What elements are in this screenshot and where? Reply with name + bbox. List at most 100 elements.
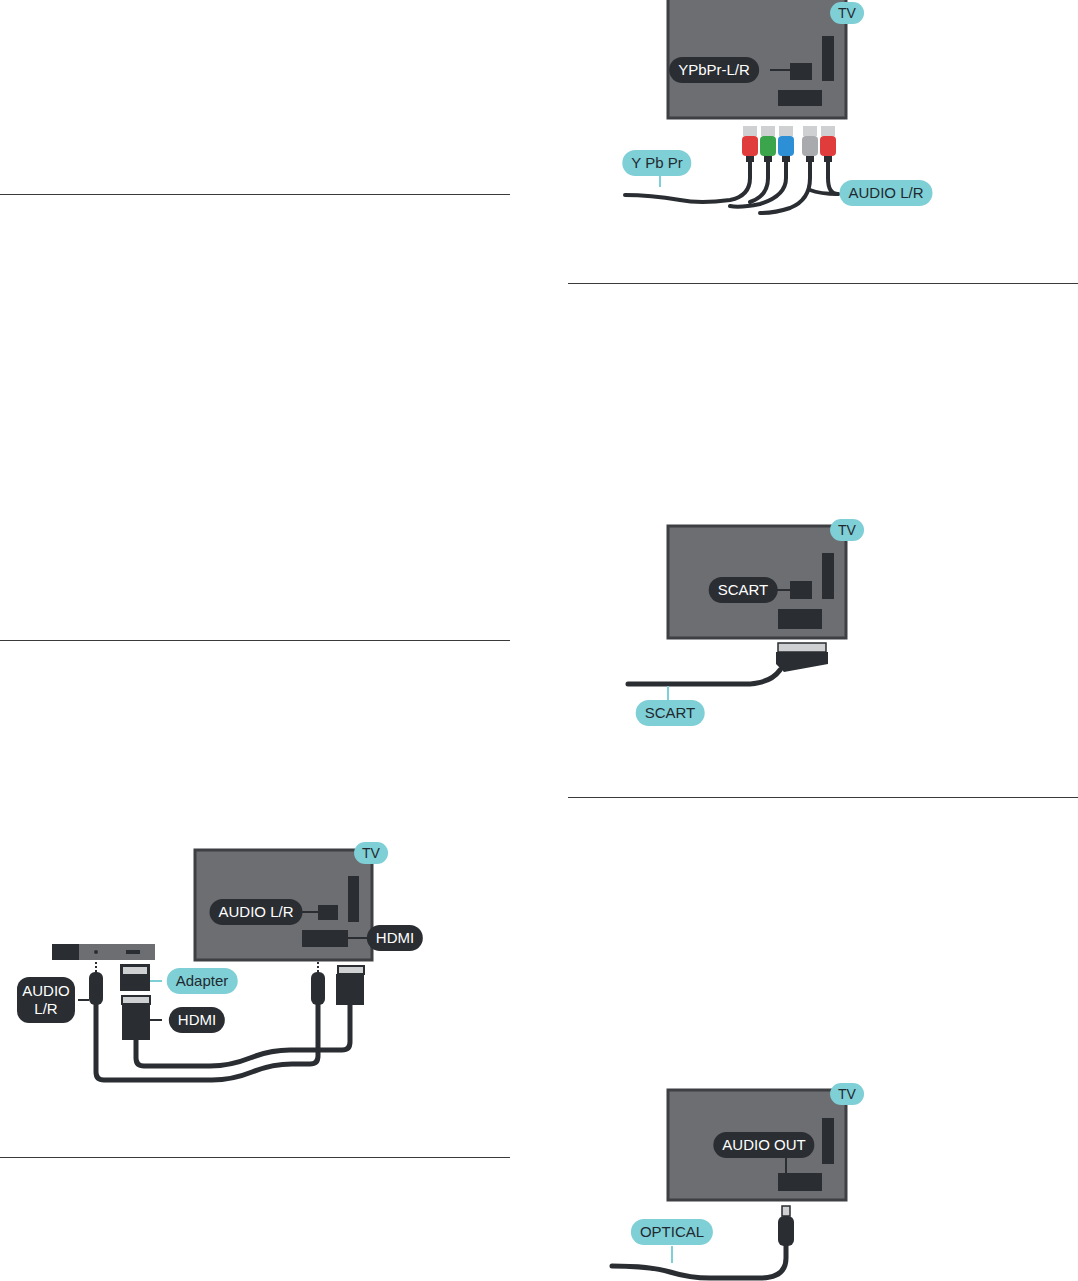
scart-plug — [667, 686, 669, 701]
tv-panel — [668, 0, 846, 118]
rca-plug — [742, 136, 758, 156]
rca-plug — [824, 156, 832, 162]
device-bar — [52, 944, 155, 960]
tv-tag: TV — [354, 842, 388, 864]
label-text: YPbPr-L/R — [678, 61, 750, 78]
part-label: Adapter — [167, 968, 238, 994]
hdmi-plug — [123, 967, 147, 974]
tv-panel — [348, 876, 359, 922]
divider-rule — [0, 195, 1078, 1158]
cables — [96, 1005, 318, 1080]
tv-panel — [668, 0, 846, 118]
tv-panel — [822, 1118, 834, 1164]
hdmi-plug — [122, 1004, 150, 1040]
optical-plug — [612, 1246, 786, 1278]
rca-plug — [742, 126, 836, 162]
divider-rule — [0, 640, 510, 641]
label-text: TV — [838, 1086, 856, 1102]
hdmi-plug — [120, 964, 150, 991]
label-text: AUDIO L/R — [848, 184, 923, 201]
hdmi-plug — [78, 999, 89, 1001]
rca-plug — [806, 156, 814, 162]
leader-line — [659, 176, 661, 187]
label-text: Y Pb Pr — [631, 154, 682, 171]
cables — [96, 1005, 350, 1080]
tv-panel — [778, 90, 822, 106]
rca-cables — [828, 160, 838, 194]
cable-label: AUDIO L/R — [839, 180, 932, 206]
tv-panel — [302, 930, 348, 947]
rca-plug — [779, 126, 793, 136]
divider-rule — [0, 194, 510, 195]
scart-plug — [628, 670, 780, 684]
label-text: HDMI — [376, 929, 414, 946]
tv-panel — [770, 69, 790, 71]
tv-panel — [668, 1090, 846, 1200]
label-text: AUDIO L/R — [218, 903, 293, 920]
tv-tag: TV — [830, 2, 864, 24]
divider-rule — [0, 1157, 510, 1158]
label-text: Adapter — [176, 972, 229, 989]
audio-jack — [89, 972, 103, 1005]
label-text: AUDIO OUT — [722, 1136, 805, 1153]
tv-tag: TV — [830, 1083, 864, 1105]
label-text: HDMI — [178, 1011, 216, 1028]
rca-cables — [750, 160, 768, 202]
port-label: YPbPr-L/R — [669, 57, 759, 83]
port-label: HDMI — [367, 925, 423, 951]
audio-jack — [95, 962, 97, 972]
tv-panel — [790, 581, 812, 599]
hdmi-plug — [150, 1019, 162, 1021]
cable-label: OPTICAL — [631, 1219, 713, 1245]
optical-plug — [778, 1216, 794, 1246]
audio-jack — [317, 962, 319, 972]
tv-panel — [785, 1158, 787, 1173]
tv-panel — [318, 905, 338, 920]
label-text: SCART — [718, 581, 769, 598]
rca-plug — [820, 136, 836, 156]
tv-tag: TV — [830, 519, 864, 541]
scart-plug — [776, 652, 828, 672]
device-bar — [94, 950, 98, 954]
optical-plug — [782, 1206, 790, 1216]
rca-plug — [782, 156, 790, 162]
device-bar — [52, 944, 79, 960]
label-text: TV — [838, 5, 856, 21]
audio-jack — [89, 962, 325, 1005]
rca-plug — [803, 126, 817, 136]
optical-plug — [671, 1246, 673, 1263]
divider-rule — [568, 797, 1078, 798]
rca-plug — [764, 156, 772, 162]
rca-plug — [778, 136, 794, 156]
scart-plug — [778, 643, 826, 652]
device-bar — [126, 950, 140, 954]
tv-panel — [822, 553, 834, 599]
port-label: AUDIO L/R — [17, 977, 75, 1023]
rca-cables — [730, 160, 786, 207]
cables — [136, 1005, 350, 1066]
tv-panel — [778, 1173, 822, 1191]
tv-panel — [790, 63, 812, 80]
device-bar — [52, 944, 155, 960]
label-text: SCART — [645, 704, 696, 721]
divider-rule — [568, 283, 1078, 284]
label-text: AUDIO L/R — [22, 982, 70, 1017]
label-text: TV — [362, 845, 380, 861]
label-text: TV — [838, 522, 856, 538]
hdmi-plug — [78, 964, 364, 1040]
port-label: HDMI — [169, 1007, 225, 1033]
hdmi-plug — [122, 996, 150, 1004]
tv-panel — [668, 1090, 846, 1200]
cable-label: SCART — [636, 700, 705, 726]
rca-plug — [821, 126, 835, 136]
label-text: OPTICAL — [640, 1223, 704, 1240]
hdmi-plug — [150, 980, 162, 982]
tv-panel — [195, 850, 372, 960]
rca-cables — [810, 190, 838, 194]
hdmi-plug — [338, 966, 364, 974]
tv-panel — [822, 36, 834, 81]
tv-panel — [668, 526, 846, 638]
rca-plug — [802, 136, 818, 156]
rca-cables — [760, 160, 810, 213]
port-label: SCART — [709, 577, 778, 603]
